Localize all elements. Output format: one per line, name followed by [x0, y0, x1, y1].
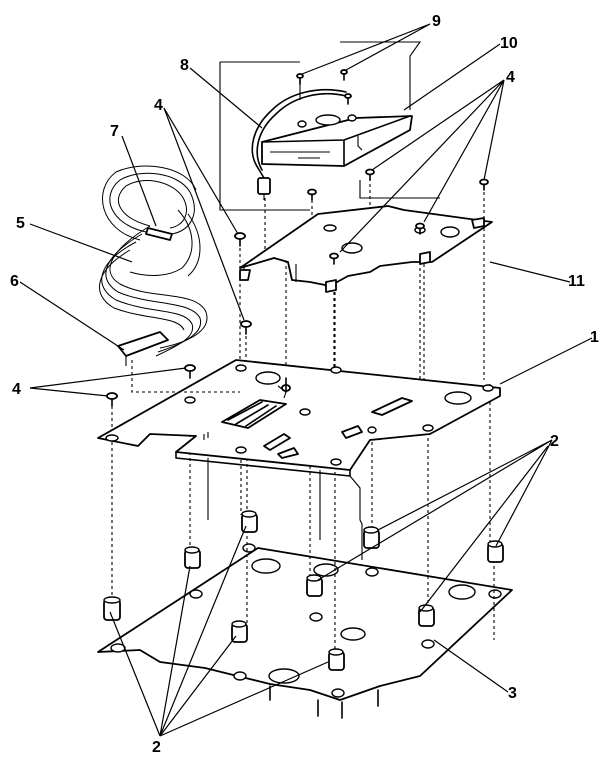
callout-5: 5 [16, 215, 25, 232]
callout-2-bottom: 2 [152, 739, 161, 756]
callout-3: 3 [508, 685, 517, 702]
screw [234, 232, 246, 247]
standoffs [103, 510, 504, 671]
callout-10: 10 [500, 35, 518, 52]
screw [479, 178, 489, 191]
standoff [184, 546, 201, 569]
standoff [328, 648, 345, 671]
callout-6: 6 [10, 273, 19, 290]
callout-7: 7 [110, 123, 119, 140]
leader-lines [19, 23, 593, 737]
callout-11: 11 [568, 273, 585, 290]
callout-8: 8 [180, 57, 189, 74]
screw [329, 252, 339, 265]
standoff [231, 620, 248, 643]
callout-2-right: 2 [550, 433, 559, 450]
standoff [487, 540, 504, 563]
standoff [103, 596, 121, 621]
screw [344, 93, 352, 105]
mounting-bracket [239, 205, 493, 293]
standoff [306, 574, 323, 597]
screw [184, 364, 196, 379]
standoff [363, 526, 380, 549]
screw [307, 188, 317, 201]
bottom-base-plate [97, 543, 513, 719]
disk-drive-unit [219, 41, 440, 211]
screw [365, 168, 375, 181]
ribbon-edge-connector [117, 331, 169, 357]
screw [240, 320, 252, 335]
screw [281, 377, 291, 393]
callout-4-upper-left: 4 [154, 97, 163, 114]
main-circuit-board [97, 359, 501, 560]
drive-cable [251, 89, 347, 200]
standoff [418, 604, 435, 627]
screw [106, 392, 118, 407]
callout-1: 1 [590, 329, 599, 346]
screw [415, 222, 425, 235]
callout-4-left: 4 [12, 381, 21, 398]
screw [340, 69, 348, 81]
screw [296, 73, 304, 85]
screws [106, 69, 489, 407]
ribbon-cable [98, 165, 240, 393]
callout-9: 9 [432, 13, 441, 30]
ribbon-top-connector [145, 227, 173, 241]
callout-4-upper-right: 4 [506, 69, 515, 86]
